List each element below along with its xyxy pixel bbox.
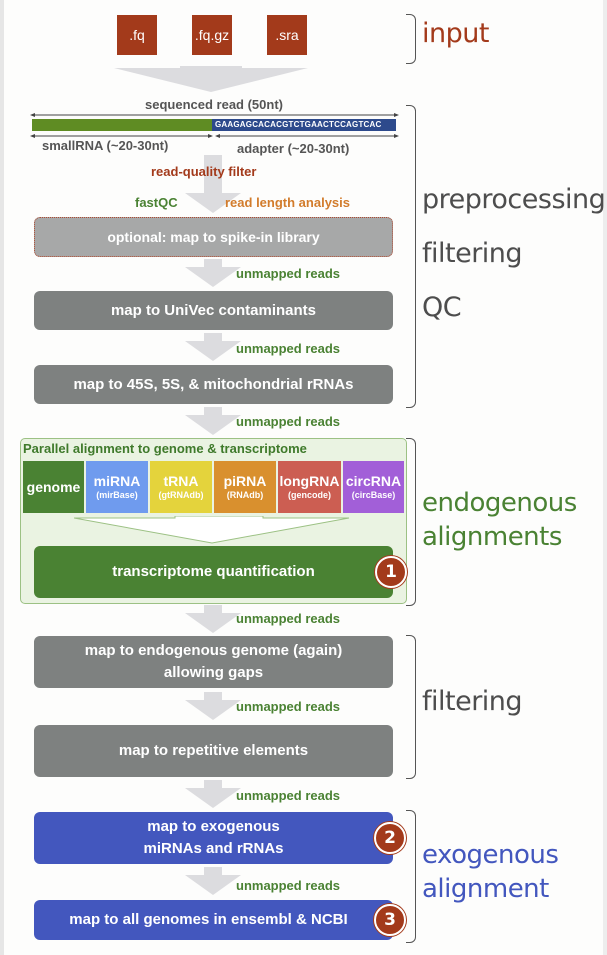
smallrna-label: smallRNA (~20-30nt): [42, 138, 169, 153]
filtering-label-top: filtering: [422, 238, 523, 269]
db-source: (RNAdb): [226, 489, 264, 500]
unmapped-reads-label: unmapped reads: [236, 341, 341, 356]
unmapped-reads-label: unmapped reads: [236, 611, 341, 626]
arrow-shaft: [204, 155, 222, 195]
endogenous-genome-again-step: map to endogenous genome (again) allowin…: [34, 636, 393, 688]
db-genome: genome: [23, 461, 84, 513]
arrow-head: [185, 788, 241, 808]
step-badge-2: 2: [374, 822, 406, 854]
db-source: (mirBase): [96, 489, 138, 500]
step-line2: miRNAs and rRNAs: [143, 840, 284, 857]
arrow-shaft: [204, 407, 222, 417]
filtering-bracket: [406, 635, 416, 779]
db-mirna: miRNA (mirBase): [86, 461, 148, 513]
arrow-head: [185, 613, 241, 633]
read-length-analysis-label: read length analysis: [225, 195, 350, 210]
file-fq-gz: .fq.gz: [192, 15, 232, 55]
arrow-shaft: [204, 605, 222, 615]
db-pirna: piRNA (RNAdb): [214, 461, 276, 513]
adapter-sequence: GAAGAGCACACGTCTGAACTCCAGTCAC: [212, 119, 396, 131]
arrow-shaft: [204, 692, 222, 702]
transcriptome-quantification-step: transcriptome quantification: [34, 546, 393, 598]
arrow-head: [185, 415, 241, 435]
file-sra: .sra: [267, 15, 307, 55]
step-badge-3: 3: [374, 904, 406, 936]
step-line1: map to exogenous: [147, 818, 280, 835]
arrow-head: [185, 700, 241, 720]
db-trna: tRNA (gtRNAdb): [150, 461, 212, 513]
step-line1: map to endogenous genome (again): [84, 642, 343, 659]
db-name: longRNA: [279, 472, 340, 489]
endogenous-bracket: [406, 438, 416, 606]
endogenous-label-line2: alignments: [422, 522, 562, 552]
preprocessing-label: preprocessing: [422, 184, 606, 215]
arrow-shaft: [204, 259, 222, 269]
filtering-label: filtering: [422, 686, 523, 717]
sequenced-read-span-arrow: [30, 113, 399, 117]
exogenous-mirna-rrna-step: map to exogenous miRNAs and rRNAs: [34, 812, 393, 864]
exogenous-label: exogenous alignment: [422, 838, 559, 906]
fastqc-label: fastQC: [135, 195, 178, 210]
unmapped-reads-label: unmapped reads: [236, 414, 341, 429]
sequenced-read-label: sequenced read (50nt): [145, 97, 283, 112]
repetitive-elements-step: map to repetitive elements: [34, 725, 393, 777]
merge-arrow: [74, 516, 350, 544]
db-name: genome: [26, 479, 81, 495]
qc-label: QC: [422, 292, 462, 323]
file-fq: .fq: [117, 15, 157, 55]
exogenous-label-line1: exogenous: [422, 840, 559, 870]
db-name: circRNA: [345, 472, 402, 489]
univec-step: map to UniVec contaminants: [34, 291, 393, 330]
unmapped-reads-label: unmapped reads: [236, 266, 341, 281]
arrow-shaft: [204, 867, 222, 877]
read-quality-filter-label: read-quality filter: [151, 164, 257, 179]
all-genomes-step: map to all genomes in ensembl & NCBI: [34, 900, 393, 940]
funnel-arrow: [114, 66, 308, 92]
db-longrna: longRNA (gencode): [278, 461, 341, 513]
db-name: tRNA: [163, 472, 199, 489]
exogenous-bracket: [406, 810, 416, 943]
exogenous-label-line2: alignment: [422, 874, 549, 904]
parallel-alignment-title: Parallel alignment to genome & transcrip…: [23, 441, 307, 456]
arrow-head: [185, 341, 241, 361]
arrow-head: [185, 193, 241, 213]
rrna-step: map to 45S, 5S, & mitochondrial rRNAs: [34, 365, 393, 404]
unmapped-reads-label: unmapped reads: [236, 878, 341, 893]
unmapped-reads-label: unmapped reads: [236, 699, 341, 714]
input-bracket: [406, 14, 416, 64]
input-label: input: [422, 18, 489, 49]
adapter-label: adapter (~20-30nt): [237, 141, 350, 156]
arrow-head: [185, 267, 241, 287]
endogenous-label: endogenous alignments: [422, 486, 577, 554]
smallrna-segment: [32, 119, 212, 131]
arrow-shaft: [204, 780, 222, 790]
read-split-arrows: [30, 134, 399, 138]
arrow-head: [185, 875, 241, 895]
step-line2: allowing gaps: [163, 664, 264, 681]
endogenous-label-line1: endogenous: [422, 488, 577, 518]
unmapped-reads-label: unmapped reads: [236, 788, 341, 803]
preprocessing-bracket: [406, 105, 416, 408]
db-source: (gencode): [287, 489, 331, 500]
db-name: piRNA: [223, 472, 267, 489]
arrow-shaft: [204, 333, 222, 343]
db-source: (gtRNAdb): [158, 489, 204, 500]
db-source: (circBase): [351, 489, 396, 500]
spike-in-step: optional: map to spike-in library: [34, 217, 393, 257]
db-name: miRNA: [93, 472, 141, 489]
db-circrna: circRNA (circBase): [343, 461, 404, 513]
step-badge-1: 1: [375, 556, 407, 588]
